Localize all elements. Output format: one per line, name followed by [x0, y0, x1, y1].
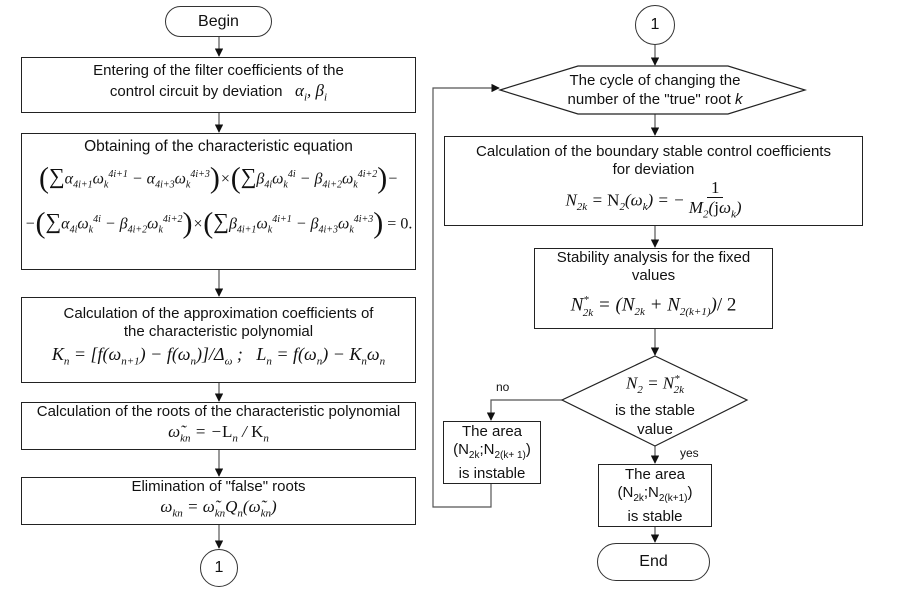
- begin-terminal: Begin: [165, 6, 272, 37]
- approximation-line1: Calculation of the approximation coeffic…: [63, 305, 374, 323]
- entering-line2: control circuit by deviation: [109, 82, 283, 100]
- connector-in-label: 1: [650, 16, 660, 33]
- cycle-line2-row: number of the "true" root k: [560, 90, 750, 109]
- end-label: End: [639, 553, 668, 570]
- stable-line3: is stable: [627, 507, 683, 525]
- cycle-text: The cycle of changing the number of the …: [560, 71, 750, 109]
- stable-line1: The area: [624, 465, 686, 483]
- boundary-coefficients-box: Calculation of the boundary stable contr…: [444, 136, 863, 226]
- begin-label: Begin: [198, 12, 239, 30]
- approximation-coefficients-box: Calculation of the approximation coeffic…: [21, 297, 416, 383]
- instable-line2: (N2k;N2(k+ 1)): [453, 440, 531, 461]
- decision-text: N2 = N*2k is the stable value: [595, 368, 715, 439]
- cycle-line1: The cycle of changing the: [569, 72, 741, 89]
- boundary-line1: Calculation of the boundary stable contr…: [476, 143, 831, 160]
- roots-formula: ω̃kn = −Ln / Kn: [168, 421, 269, 445]
- edge-loop-back: [432, 83, 500, 508]
- offpage-connector-out: 1: [200, 549, 238, 587]
- offpage-connector-in: 1: [635, 5, 675, 45]
- approximation-formula: Kn = [f(ωn+1) − f(ωn)]/Δω ; Ln = f(ωn) −…: [51, 344, 386, 368]
- stable-line2: (N2k;N2(k+1)): [617, 483, 693, 504]
- roots-calculation-box: Calculation of the roots of the characte…: [21, 402, 416, 450]
- characteristic-row2: −(∑α4iωk4i − β4i+2ωk4i+2)×(∑β4i+1ωk4i+1 …: [24, 205, 413, 239]
- cycle-var: k: [734, 91, 743, 108]
- stability-analysis-box: Stability analysis for the fixed values …: [534, 248, 773, 329]
- cycle-hexagon: [497, 65, 808, 115]
- end-terminal: End: [597, 543, 710, 581]
- decision-formula: N2 = N*2k: [625, 373, 685, 397]
- elimination-title: Elimination of "false" roots: [131, 477, 306, 495]
- entering-coefficients-box: Entering of the filter coefficients of t…: [21, 57, 416, 113]
- elimination-formula: ωkn = ω̃knQn(ω̃kn): [160, 496, 277, 520]
- false-roots-elimination-box: Elimination of "false" roots ωkn = ω̃knQ…: [21, 477, 416, 525]
- cycle-line2: number of the "true" root: [567, 91, 731, 108]
- stability-line2: values: [631, 267, 676, 285]
- stable-area-box: The area (N2k;N2(k+1)) is stable: [598, 464, 712, 527]
- characteristic-equation-box: Obtaining of the characteristic equation…: [21, 133, 416, 270]
- boundary-line2: for deviation: [612, 161, 695, 178]
- instable-area-box: The area (N2k;N2(k+ 1)) is instable: [443, 421, 541, 484]
- instable-line1: The area: [461, 422, 523, 440]
- stability-line1: Stability analysis for the fixed: [556, 249, 751, 267]
- entering-formula: αi, βi: [295, 80, 328, 104]
- roots-title: Calculation of the roots of the characte…: [36, 402, 401, 420]
- approximation-line2: the characteristic polynomial: [123, 323, 314, 341]
- decision-line1: is the stable: [614, 402, 696, 420]
- decision-yes-label: yes: [680, 446, 699, 460]
- characteristic-title: Obtaining of the characteristic equation: [84, 138, 353, 155]
- stability-formula: N*2k = (N2k + N2(k+1))/ 2: [570, 294, 737, 319]
- entering-line2-row: control circuit by deviation αi, βi: [110, 80, 327, 108]
- edge-decision-no: [486, 399, 562, 421]
- instable-line3: is instable: [458, 464, 526, 482]
- entering-line1: Entering of the filter coefficients of t…: [93, 61, 344, 79]
- decision-diamond: [560, 355, 749, 447]
- connector-out-label: 1: [214, 559, 224, 576]
- boundary-numerator: 1: [706, 179, 724, 198]
- decision-no-label: no: [496, 380, 510, 394]
- characteristic-row1: (∑α4i+1ωk4i+1 − α4i+3ωk4i+3)×(∑β4iωk4i −…: [38, 161, 399, 195]
- decision-line2: value: [637, 421, 673, 439]
